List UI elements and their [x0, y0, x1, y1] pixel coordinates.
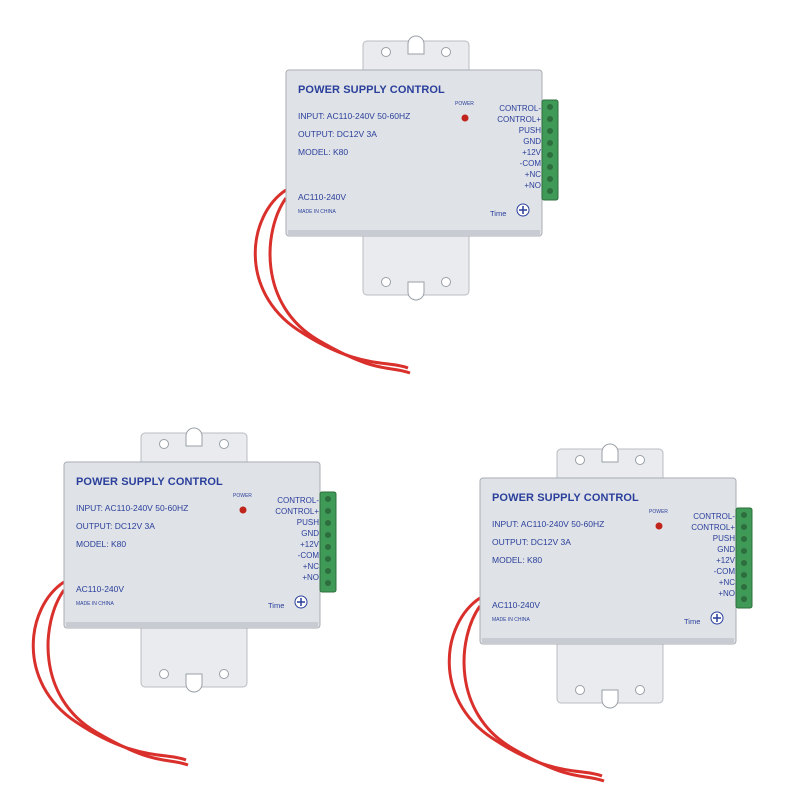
device-illustration: [31, 427, 337, 767]
time-label: Time: [490, 209, 507, 218]
power-led-icon: [655, 522, 663, 530]
terminal-label: PUSH: [518, 126, 541, 135]
terminal-label: -COM: [297, 551, 319, 560]
ac-label: AC110-240V: [76, 584, 125, 594]
terminal-label: +12V: [300, 540, 319, 549]
red-wire: [31, 580, 187, 762]
device-title: POWER SUPPLY CONTROL: [298, 84, 445, 96]
power-label: POWER: [455, 101, 474, 107]
terminal-label: +NC: [302, 562, 319, 571]
time-label: Time: [268, 601, 285, 610]
terminal-labels: CONTROL- CONTROL+ PUSH GND +12V -COM +NC…: [497, 103, 541, 191]
red-wire: [253, 188, 409, 370]
power-led-icon: [239, 506, 247, 514]
red-wire: [268, 197, 411, 375]
time-label: Time: [684, 617, 701, 626]
terminal-label: +12V: [522, 148, 541, 157]
terminal-label: GND: [523, 137, 541, 146]
terminal-label: CONTROL-: [277, 496, 319, 505]
terminal-labels: CONTROL- CONTROL+ PUSH GND +12V -COM +NC…: [691, 511, 735, 599]
device-illustration: [253, 35, 559, 375]
ac-label: AC110-240V: [298, 192, 347, 202]
power-supply-unit-top: POWER SUPPLY CONTROL INPUT: AC110-240V 5…: [238, 35, 559, 380]
terminal-label: -COM: [519, 159, 541, 168]
power-supply-unit-bottom-left: POWER SUPPLY CONTROL INPUT: AC110-240V 5…: [16, 427, 337, 772]
power-supply-unit-bottom-right: POWER SUPPLY CONTROL INPUT: AC110-240V 5…: [432, 443, 753, 788]
terminal-label: PUSH: [296, 518, 319, 527]
terminal-label: +NO: [718, 589, 735, 598]
power-label: POWER: [233, 493, 252, 499]
output-spec: OUTPUT: DC12V 3A: [298, 129, 377, 139]
output-spec: OUTPUT: DC12V 3A: [76, 521, 155, 531]
ac-label: AC110-240V: [492, 600, 541, 610]
model-spec: MODEL: K80: [298, 147, 349, 157]
terminal-label: CONTROL+: [275, 507, 319, 516]
terminal-label: -COM: [713, 567, 735, 576]
input-spec: INPUT: AC110-240V 50-60HZ: [298, 111, 411, 121]
terminal-label: CONTROL-: [693, 512, 735, 521]
input-spec: INPUT: AC110-240V 50-60HZ: [76, 503, 189, 513]
output-spec: OUTPUT: DC12V 3A: [492, 537, 571, 547]
model-spec: MODEL: K80: [492, 555, 543, 565]
terminal-label: +NO: [524, 181, 541, 190]
power-label: POWER: [649, 509, 668, 515]
terminal-label: +NC: [524, 170, 541, 179]
made-in-label: MADE IN CHINA: [492, 617, 530, 623]
made-in-label: MADE IN CHINA: [76, 601, 114, 607]
terminal-label: CONTROL-: [499, 104, 541, 113]
terminal-label: +12V: [716, 556, 735, 565]
input-spec: INPUT: AC110-240V 50-60HZ: [492, 519, 605, 529]
terminal-labels: CONTROL- CONTROL+ PUSH GND +12V -COM +NC…: [275, 495, 319, 583]
terminal-label: +NO: [302, 573, 319, 582]
terminal-block-icon: [735, 507, 753, 609]
red-wire: [46, 589, 189, 767]
device-title: POWER SUPPLY CONTROL: [492, 492, 639, 504]
device-illustration: [447, 443, 753, 783]
made-in-label: MADE IN CHINA: [298, 209, 336, 215]
device-title: POWER SUPPLY CONTROL: [76, 476, 223, 488]
red-wire: [447, 596, 603, 778]
red-wire: [462, 605, 605, 783]
terminal-block-icon: [541, 99, 559, 201]
power-led-icon: [461, 114, 469, 122]
terminal-label: PUSH: [712, 534, 735, 543]
terminal-block-icon: [319, 491, 337, 593]
terminal-label: CONTROL+: [691, 523, 735, 532]
model-spec: MODEL: K80: [76, 539, 127, 549]
terminal-label: GND: [717, 545, 735, 554]
terminal-label: +NC: [718, 578, 735, 587]
terminal-label: CONTROL+: [497, 115, 541, 124]
terminal-label: GND: [301, 529, 319, 538]
